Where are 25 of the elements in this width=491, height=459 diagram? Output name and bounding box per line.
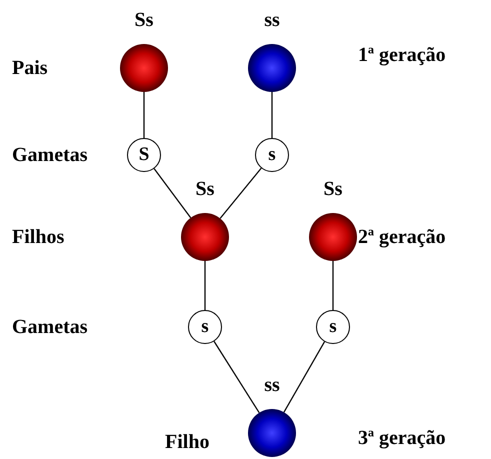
connector-line (220, 168, 262, 219)
row-label: Filho (165, 430, 210, 454)
connector-line (271, 92, 273, 138)
row-label: Pais (12, 56, 48, 80)
gamete-circle: s (316, 310, 350, 344)
connector-line (154, 168, 192, 218)
genotype-label: Ss (194, 177, 216, 201)
genotype-label: ss (263, 8, 281, 32)
row-label: Gametas (12, 143, 88, 167)
gamete-circle: S (127, 138, 161, 172)
row-label: 2ª geração (358, 225, 446, 249)
connector-line (332, 261, 334, 310)
row-label: 1ª geração (358, 43, 446, 67)
row-label: 3ª geração (358, 426, 446, 450)
row-label: Gametas (12, 315, 88, 339)
row-label: Filhos (12, 225, 64, 249)
genotype-label: Ss (322, 177, 344, 201)
gamete-circle: s (255, 138, 289, 172)
connector-line (143, 92, 145, 138)
gamete-circle: s (188, 310, 222, 344)
genotype-label: ss (263, 373, 281, 397)
connector-line (283, 341, 326, 412)
connector-line (214, 341, 260, 414)
genotype-label: Ss (134, 8, 154, 32)
connector-line (204, 261, 206, 310)
